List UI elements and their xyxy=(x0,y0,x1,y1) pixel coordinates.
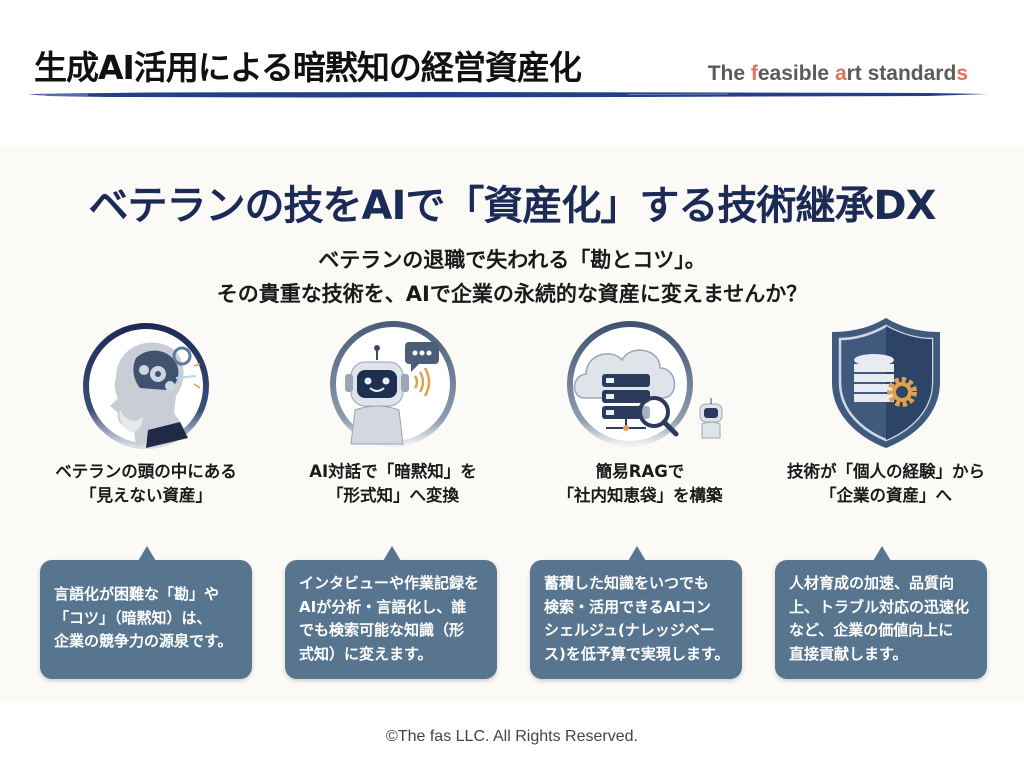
feature-column-4: 技術が「個人の経験」から 「企業の資産」へ xyxy=(766,318,1006,508)
brand-accent-letter: f xyxy=(750,62,758,85)
feature-column-2: AI対話で「暗黙知」を 「形式知」へ変換 xyxy=(273,318,513,508)
copyright-footer: ©The fas LLC. All Rights Reserved. xyxy=(386,728,638,745)
brand-text-part: easible xyxy=(757,62,835,85)
feature-caption: 簡易RAGで 「社内知恵袋」を構築 xyxy=(557,462,723,505)
description-bubble-2: インタビューや作業記録を AIが分析・言語化し、誰 でも検索可能な知識（形 式知… xyxy=(285,546,497,679)
feature-column-3: 簡易RAGで 「社内知恵袋」を構築 xyxy=(520,318,760,508)
main-title: ベテランの技をAIで「資産化」する技術継承DX xyxy=(88,183,937,229)
description-bubble-3: 蓄積した知識をいつでも 検索・活用できるAIコン シェルジュ(ナレッジベー ス)… xyxy=(530,546,742,679)
veteran-head-gears-icon xyxy=(83,323,209,449)
brand-accent-letter: a xyxy=(834,62,847,85)
feature-column-1: ベテランの頭の中にある 「見えない資産」 xyxy=(26,318,266,508)
brand-logo-text: The feasible art standards xyxy=(708,62,968,86)
subtitle-line-1: ベテランの退職で失われる「勘とコツ」。 xyxy=(318,248,706,272)
slide-header-title: 生成AI活用による暗黙知の経営資産化 xyxy=(34,48,582,87)
shield-database-gear-icon xyxy=(832,318,940,448)
subtitle-line-2: その貴重な技術を、AIで企業の永続的な資産に変えませんか？ xyxy=(216,282,808,306)
brand-text-part: The xyxy=(707,62,751,85)
feature-caption: ベテランの頭の中にある 「見えない資産」 xyxy=(55,462,237,505)
description-bubble-4: 人材育成の加速、品質向 上、トラブル対応の迅速化 など、企業の価値向上に 直接貢… xyxy=(775,546,987,679)
brand-text-part: rt standard xyxy=(846,62,957,85)
cloud-server-search-icon xyxy=(567,321,723,447)
ai-robot-chat-icon xyxy=(330,321,456,447)
feature-caption: AI対話で「暗黙知」を 「形式知」へ変換 xyxy=(309,462,477,505)
description-bubble-1: 言語化が困難な「勘」や 「コツ」（暗黙知）は、 企業の競争力の源泉です。 xyxy=(40,546,252,679)
feature-caption: 技術が「個人の経験」から 「企業の資産」へ xyxy=(787,462,985,505)
brand-accent-letter: s xyxy=(956,62,968,85)
brush-stroke-divider xyxy=(28,92,988,98)
